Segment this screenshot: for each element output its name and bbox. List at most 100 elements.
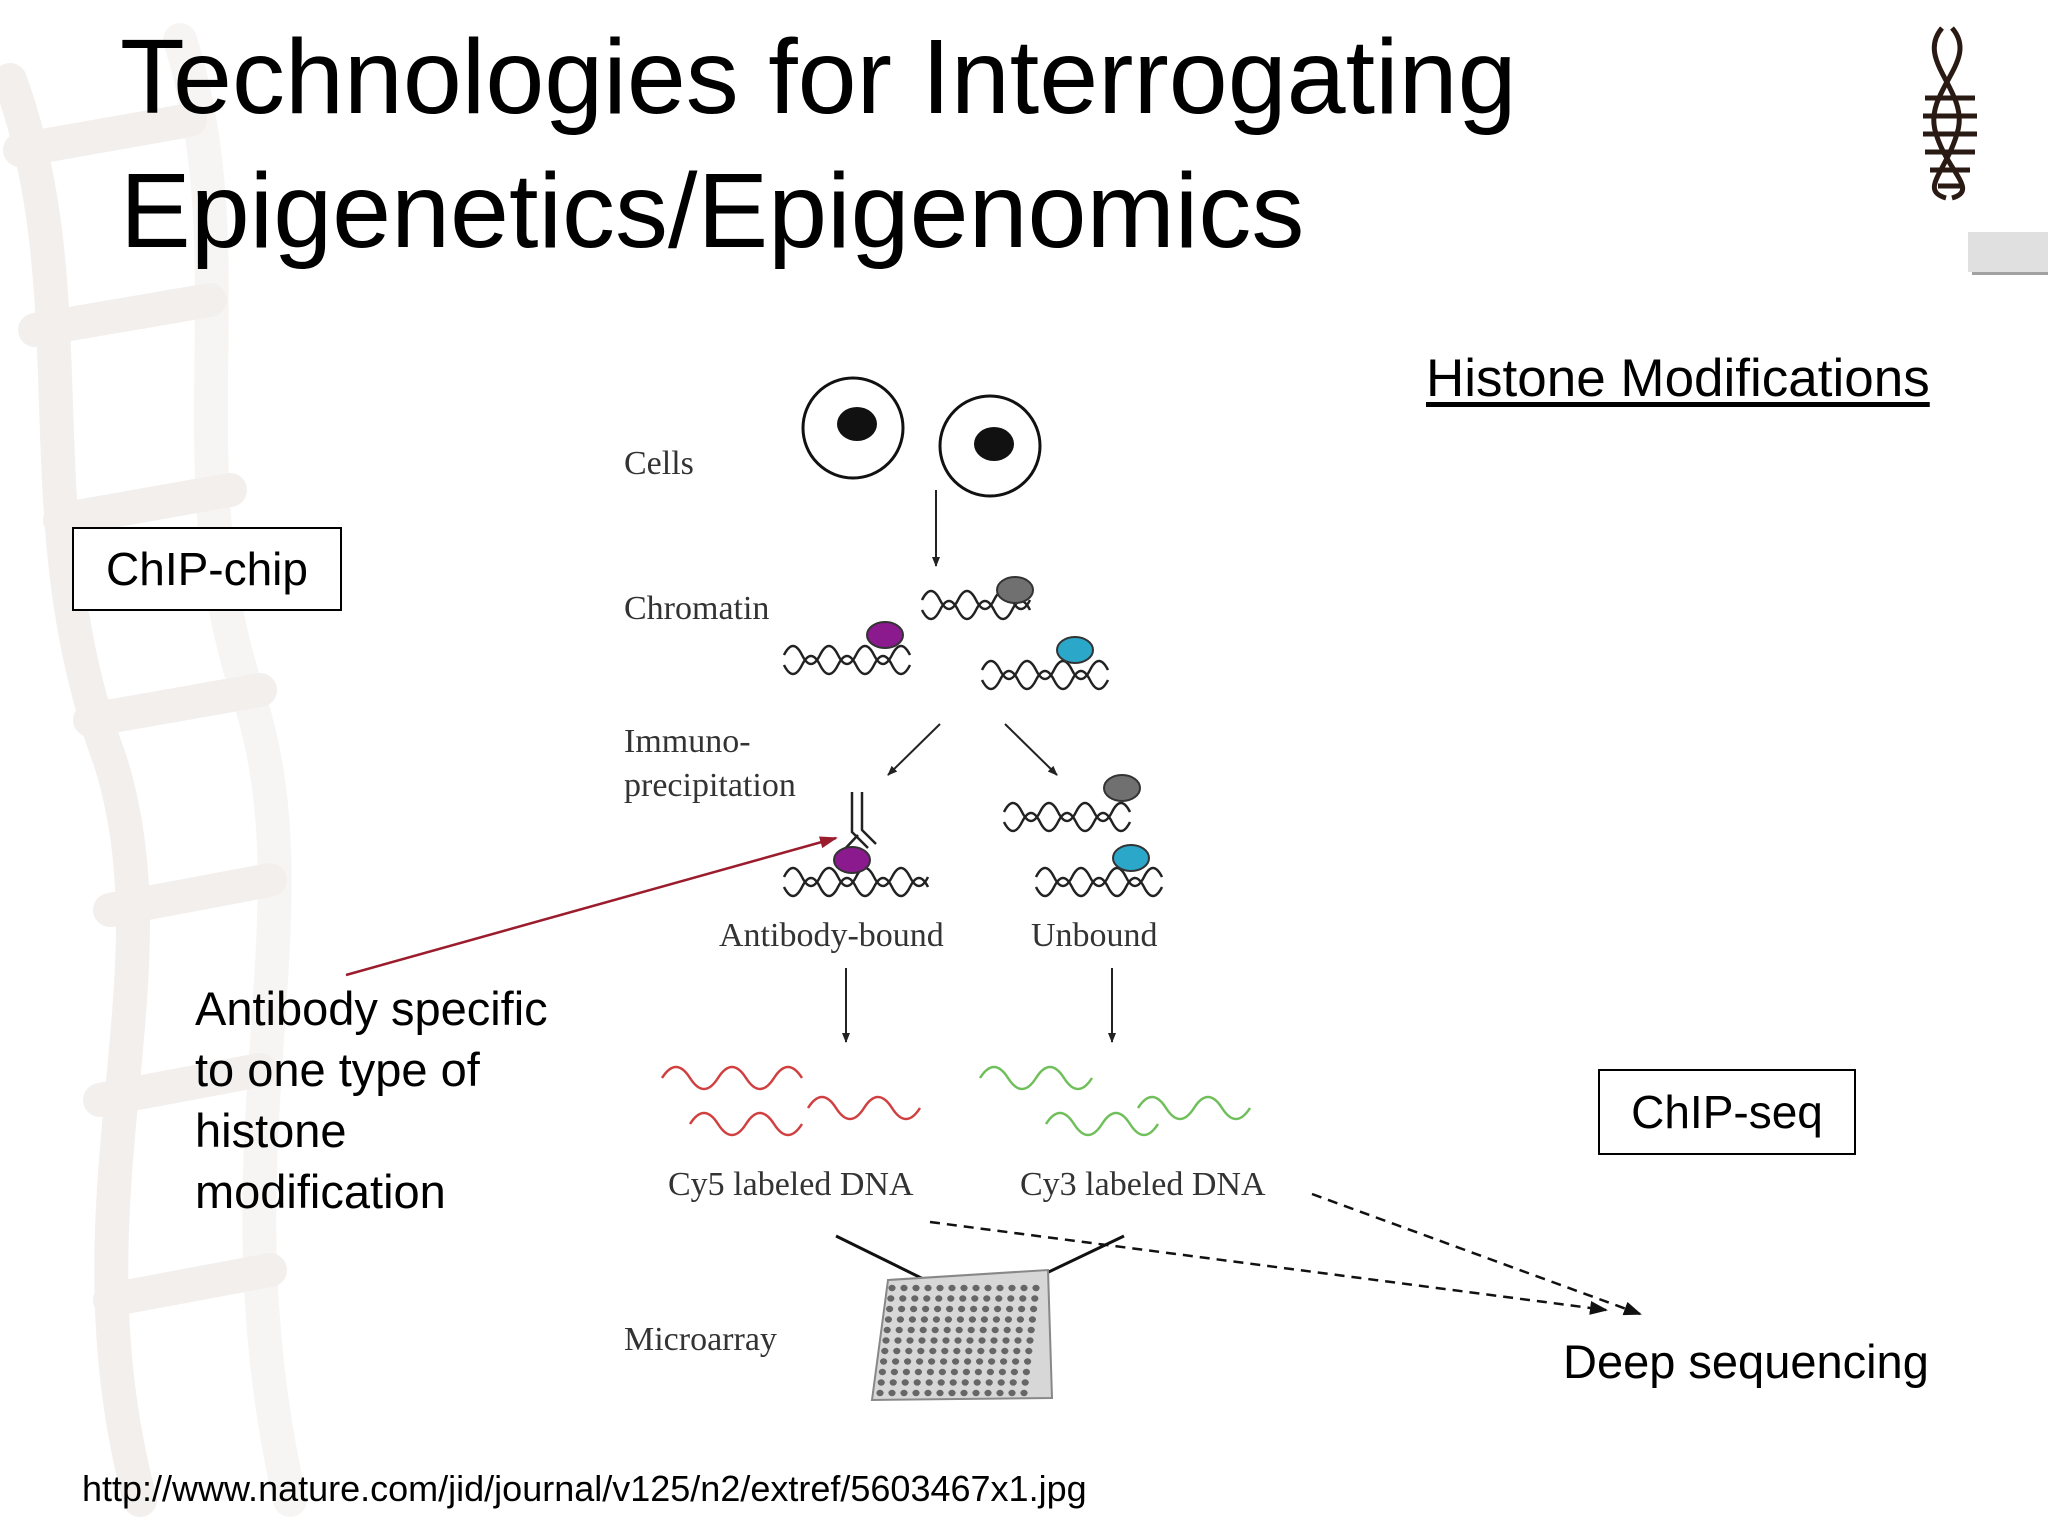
microarray-spot — [943, 1326, 951, 1334]
microarray-spot — [972, 1284, 980, 1292]
label-cells: Cells — [624, 445, 694, 482]
microarray-spot — [996, 1389, 1004, 1397]
microarray-spot — [923, 1295, 931, 1302]
microarray-spot — [953, 1347, 961, 1355]
cy3-dna — [978, 1065, 1252, 1137]
microarray-spot — [895, 1326, 903, 1334]
annotation-line-2: to one type of — [195, 1043, 480, 1096]
label-microarray: Microarray — [624, 1321, 777, 1358]
chip-seq-box: ChIP-seq — [1598, 1069, 1856, 1155]
microarray-spot — [1015, 1326, 1023, 1334]
microarray-spot — [881, 1347, 889, 1355]
microarray-spot — [902, 1368, 911, 1376]
microarray-spot — [888, 1284, 896, 1292]
microarray-spot — [934, 1305, 942, 1313]
microarray-spot — [1003, 1326, 1011, 1334]
microarray-spot — [926, 1368, 935, 1376]
microarray-spot — [1004, 1316, 1013, 1323]
microarray-spot — [1031, 1295, 1039, 1302]
microarray-spot — [877, 1379, 885, 1386]
microarray-spot — [878, 1368, 887, 1376]
microarray-spot — [954, 1337, 962, 1344]
microarray-spot — [984, 1284, 992, 1292]
microarray-spot — [1020, 1389, 1028, 1397]
microarray-spot — [1020, 1284, 1028, 1292]
microarray-spot — [984, 1389, 992, 1397]
microarray-spot — [961, 1379, 969, 1386]
label-immuno: Immuno- — [624, 723, 751, 760]
microarray-spot — [1025, 1347, 1033, 1355]
microarray-spot — [1024, 1358, 1032, 1365]
microarray-spot — [901, 1379, 909, 1386]
microarray-spot — [913, 1379, 921, 1386]
histone-mark-purple — [866, 621, 904, 649]
microarray-spot — [917, 1347, 925, 1355]
microarray-spot — [940, 1358, 948, 1365]
microarray-spot — [1013, 1347, 1021, 1355]
label-antibody-bound: Antibody-bound — [719, 917, 944, 954]
antibody-icon — [841, 792, 877, 853]
microarray-spot — [952, 1358, 960, 1365]
microarray-spot — [1030, 1305, 1038, 1313]
microarray-spot — [996, 1284, 1004, 1292]
microarray-spot — [886, 1305, 894, 1313]
microarray-spot — [890, 1368, 899, 1376]
microarray-spot — [928, 1358, 936, 1365]
microarray-spot — [892, 1358, 900, 1365]
microarray-spot — [936, 1389, 944, 1397]
microarray-spot — [919, 1326, 927, 1334]
microarray-spot — [935, 1295, 943, 1302]
annotation-line-1: Antibody specific — [195, 982, 548, 1035]
microarray-spot — [1032, 1284, 1040, 1292]
microarray-spot — [922, 1305, 930, 1313]
histone-mark-cyan — [1056, 636, 1094, 664]
label-cy5: Cy5 labeled DNA — [668, 1166, 914, 1203]
microarray-spot — [949, 1379, 957, 1386]
microarray-spot — [906, 1337, 914, 1344]
label-cy3: Cy3 labeled DNA — [1020, 1166, 1266, 1203]
microarray-spot — [888, 1389, 896, 1397]
microarray-spot — [898, 1305, 906, 1313]
microarray-spot — [930, 1337, 938, 1344]
microarray-spot — [942, 1337, 950, 1344]
microarray-spot — [948, 1389, 956, 1397]
microarray-spot — [1012, 1358, 1020, 1365]
microarray-spot — [905, 1347, 913, 1355]
microarray-spot — [948, 1284, 956, 1292]
microarray-spot — [896, 1316, 905, 1323]
microarray-spot — [1009, 1379, 1017, 1386]
microarray-spot — [970, 1305, 978, 1313]
microarray-spot — [1021, 1379, 1029, 1386]
source-url: http://www.nature.com/jid/journal/v125/n… — [82, 1468, 1087, 1509]
microarray-spot — [1000, 1358, 1008, 1365]
microarray-spot — [1002, 1337, 1010, 1344]
microarray-spot — [955, 1326, 963, 1334]
microarray-spot — [938, 1368, 947, 1376]
microarray-spot — [966, 1337, 974, 1344]
microarray-spot — [900, 1284, 908, 1292]
microarray-spot — [1008, 1284, 1016, 1292]
microarray-spot — [924, 1284, 932, 1292]
microarray-spot — [1006, 1305, 1014, 1313]
microarray-spot — [918, 1337, 926, 1344]
microarray-spot — [986, 1368, 995, 1376]
microarray-spot — [882, 1337, 890, 1344]
title-line-2: Epigenetics/Epigenomics — [120, 152, 1305, 270]
histone-modifications-heading: Histone Modifications — [1426, 349, 1930, 408]
microarray-spot — [1022, 1368, 1030, 1376]
microarray-spot — [990, 1337, 998, 1344]
microarray-icon — [870, 1268, 1054, 1402]
microarray-spot — [931, 1326, 939, 1334]
microarray-spot — [1026, 1337, 1034, 1344]
antibody-annotation: Antibody specific to one type of histone… — [195, 978, 615, 1222]
microarray-spot — [960, 1284, 968, 1292]
microarray-spot — [899, 1295, 907, 1302]
helix-icon — [1923, 26, 1977, 201]
title-line-1: Technologies for Interrogating — [120, 18, 1517, 136]
microarray-spot — [972, 1389, 980, 1397]
microarray-spot — [908, 1316, 917, 1323]
microarray-spot — [876, 1389, 884, 1397]
microarray-spot — [924, 1389, 932, 1397]
microarray-spot — [1018, 1305, 1026, 1313]
